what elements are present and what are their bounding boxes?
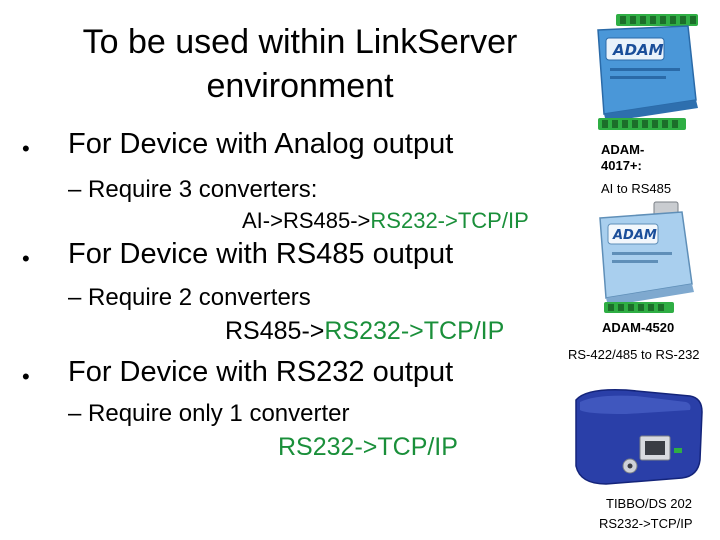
analog-requirement: – Require 3 converters: xyxy=(68,176,318,203)
tibbo-ds202-image xyxy=(575,388,703,485)
adam-logo: ADAM xyxy=(612,228,657,243)
title-line-2: environment xyxy=(206,67,394,105)
adam-4017-name: ADAM- 4017+: xyxy=(601,142,644,174)
tibbo-ds202-name: TIBBO/DS 202 xyxy=(606,496,692,511)
adam-4017-image: ADAM xyxy=(597,14,698,130)
title-line-1: To be used within LinkServer xyxy=(82,23,518,61)
adam-4520-image: ADAM xyxy=(599,201,694,313)
rs485-sequence-prefix: RS485-> xyxy=(225,317,325,345)
tibbo-ds202-desc: RS232->TCP/IP xyxy=(599,516,693,531)
rs232-requirement: – Require only 1 converter xyxy=(68,400,350,427)
adam-4017-name-line2: 4017+: xyxy=(601,158,642,173)
adam-4017-name-line1: ADAM- xyxy=(601,142,645,157)
adam-4520-name: ADAM-4520 xyxy=(602,320,675,335)
bullet-rs485-text: For Device with RS485 output xyxy=(68,238,454,270)
analog-sequence-prefix: AI->RS485-> xyxy=(242,208,371,233)
rs485-sequence-highlight: RS232->TCP/IP xyxy=(324,317,505,345)
adam-4520-desc: RS-422/485 to RS-232 xyxy=(568,347,700,362)
rs485-sequence: RS485->RS232->TCP/IP xyxy=(225,317,504,346)
adam-logo: ADAM xyxy=(612,41,664,59)
bullet-analog-text: For Device with Analog output xyxy=(68,128,454,160)
analog-sequence-highlight: RS232->TCP/IP xyxy=(370,208,529,233)
bullet-rs232-text: For Device with RS232 output xyxy=(68,356,454,388)
bullet-icon: • xyxy=(22,364,30,389)
bullet-icon: • xyxy=(22,136,30,161)
rs232-sequence: RS232->TCP/IP xyxy=(278,433,458,461)
bullet-icon: • xyxy=(22,246,30,271)
adam-4017-desc: AI to RS485 xyxy=(601,181,672,196)
analog-sequence: AI->RS485->RS232->TCP/IP xyxy=(242,208,529,234)
slide-title: To be used within LinkServer environment xyxy=(20,20,580,108)
rs485-requirement: – Require 2 converters xyxy=(68,284,311,311)
